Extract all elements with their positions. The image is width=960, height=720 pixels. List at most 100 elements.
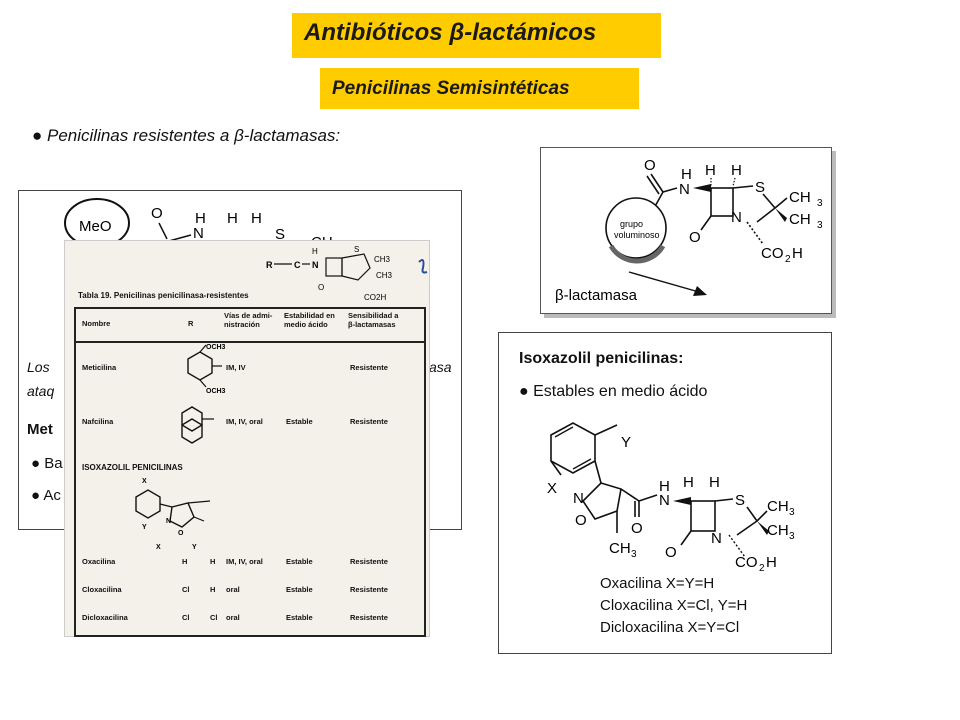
row-oxacilina-acid: Estable: [286, 557, 313, 566]
row-cloxacilina-route: oral: [226, 585, 240, 594]
svg-text:CO: CO: [761, 245, 784, 262]
row-meticilina-name: Meticilina: [82, 363, 117, 372]
row-cloxacilina-y: H: [210, 585, 216, 594]
col-acid: Estabilidad en medio ácido: [284, 311, 335, 329]
row-nafcilina-name: Nafcilina: [82, 417, 114, 426]
svg-text:X: X: [142, 478, 147, 485]
compound-dicloxacilina: Dicloxacilina X=Y=Cl: [600, 619, 740, 636]
svg-text:S: S: [735, 492, 745, 509]
svg-text:Y: Y: [142, 524, 147, 531]
svg-text:CH3: CH3: [374, 255, 391, 264]
svg-text:S: S: [275, 226, 285, 243]
isoxazolil-panel: Isoxazolil penicilinas: ● Estables en me…: [498, 332, 832, 654]
svg-text:3: 3: [789, 507, 795, 518]
panel-bullet-1: ● Ba: [31, 455, 63, 472]
svg-text:H: H: [659, 478, 670, 495]
row-oxacilina-name: Oxacilina: [82, 557, 116, 566]
svg-text:CH: CH: [789, 189, 811, 206]
row-meticilina-route: IM, IV: [226, 363, 246, 372]
svg-text:CH: CH: [609, 540, 631, 557]
svg-text:N: N: [659, 492, 670, 509]
title-banner: [292, 13, 661, 58]
svg-text:N: N: [573, 490, 584, 507]
row-oxacilina-lactamase: Resistente: [350, 557, 388, 566]
panel-line-2: ataq: [27, 383, 55, 399]
svg-text:O: O: [631, 520, 643, 537]
row-dicloxacilina-acid: Estable: [286, 613, 313, 622]
compound-cloxacilina: Cloxacilina X=Cl, Y=H: [600, 597, 748, 614]
svg-text:3: 3: [817, 198, 823, 209]
svg-text:2: 2: [759, 563, 765, 574]
svg-text:OCH3: OCH3: [206, 388, 226, 393]
svg-text:OCH3: OCH3: [206, 344, 226, 351]
subtitle-banner: [320, 68, 639, 109]
col-lactamase: Sensibilidad a β-lactamasas: [348, 311, 399, 329]
table-caption: Tabla 19. Penicilinas penicilinasa-resis…: [78, 291, 249, 300]
svg-text:X: X: [156, 544, 161, 551]
co2h-label: CO 2 H: [735, 554, 777, 574]
svg-text:H: H: [227, 210, 238, 227]
panel-bullet-2: ● Ac: [31, 487, 61, 504]
svg-text:H: H: [792, 245, 803, 262]
svg-text:O: O: [151, 205, 163, 222]
isoxazolil-header: ISOXAZOLIL PENICILINAS: [82, 463, 183, 472]
row-dicloxacilina-y: Cl: [210, 613, 218, 622]
svg-text:X: X: [547, 480, 557, 497]
svg-text:N: N: [731, 209, 742, 226]
page-title: Antibióticos β-lactámicos: [304, 19, 597, 46]
svg-text:2: 2: [785, 254, 791, 265]
nafcillin-ring: [181, 406, 214, 444]
isoxazolil-title: Isoxazolil penicilinas:: [519, 350, 684, 367]
svg-text:3: 3: [789, 531, 795, 542]
panel-bold-line: Met: [27, 421, 53, 438]
scanned-table-image: R C N H S CH3 CH3 CO2H O Tabla 19. Penic…: [64, 240, 430, 637]
svg-text:R: R: [266, 260, 273, 270]
lactamase-label: β-lactamasa: [555, 287, 638, 304]
col-route: Vías de admi- nistración: [224, 311, 273, 329]
row-nafcilina-lactamase: Resistente: [350, 417, 388, 426]
methicillin-ring: OCH3 OCH3: [187, 344, 226, 393]
svg-text:S: S: [354, 245, 359, 254]
panel-line-1-end: asa: [429, 359, 452, 375]
row-dicloxacilina-name: Dicloxacilina: [82, 613, 128, 622]
svg-text:N: N: [312, 260, 319, 270]
svg-text:H: H: [709, 474, 720, 491]
svg-text:CH: CH: [767, 522, 789, 539]
svg-text:H: H: [705, 162, 716, 179]
svg-text:N: N: [166, 518, 171, 525]
svg-text:H: H: [681, 166, 692, 183]
bulky-group-structure: O H N H H S N O CH 3 CH 3 CO 2 H grupo v…: [555, 157, 823, 304]
bullet-heading: ● Penicilinas resistentes a β-lactamasas…: [32, 126, 341, 145]
row-nafcilina-route: IM, IV, oral: [226, 417, 263, 426]
svg-text:H: H: [195, 210, 206, 227]
isoxazolil-bullet: ● Estables en medio ácido: [519, 383, 708, 400]
svg-text:O: O: [178, 530, 184, 537]
penicillin-core-structure: R C N H S CH3 CH3 CO2H O: [266, 245, 428, 302]
svg-text:N: N: [679, 181, 690, 198]
isoxazolyl-ring: X Y N O X Y: [135, 478, 211, 551]
col-name: Nombre: [82, 319, 111, 328]
bulky-group-diagram: O H N H H S N O CH 3 CH 3 CO 2 H grupo v…: [540, 147, 832, 314]
row-oxacilina-x: H: [182, 557, 188, 566]
row-nafcilina-acid: Estable: [286, 417, 313, 426]
isoxazolil-structure: Y X N O CH 3 O H N H H O N S CH 3 CH 3: [547, 422, 795, 561]
row-cloxacilina-lactamase: Resistente: [350, 585, 388, 594]
row-meticilina-lactamase: Resistente: [350, 363, 388, 372]
svg-text:H: H: [731, 162, 742, 179]
row-oxacilina-y: H: [210, 557, 216, 566]
row-cloxacilina-acid: Estable: [286, 585, 313, 594]
row-dicloxacilina-x: Cl: [182, 613, 190, 622]
row-dicloxacilina-route: oral: [226, 613, 240, 622]
svg-text:CH: CH: [767, 498, 789, 515]
svg-text:CH: CH: [789, 211, 811, 228]
svg-text:Y: Y: [192, 544, 197, 551]
svg-text:Y: Y: [621, 434, 631, 451]
row-cloxacilina-x: Cl: [182, 585, 190, 594]
svg-text:O: O: [644, 157, 656, 174]
svg-text:O: O: [689, 229, 701, 246]
table-frame: Nombre R Vías de admi- nistración Estabi…: [74, 307, 426, 637]
group-label-2: voluminoso: [614, 230, 660, 240]
col-r: R: [188, 319, 194, 328]
row-cloxacilina-name: Cloxacilina: [82, 585, 122, 594]
page-subtitle: Penicilinas Semisintéticas: [332, 78, 570, 99]
